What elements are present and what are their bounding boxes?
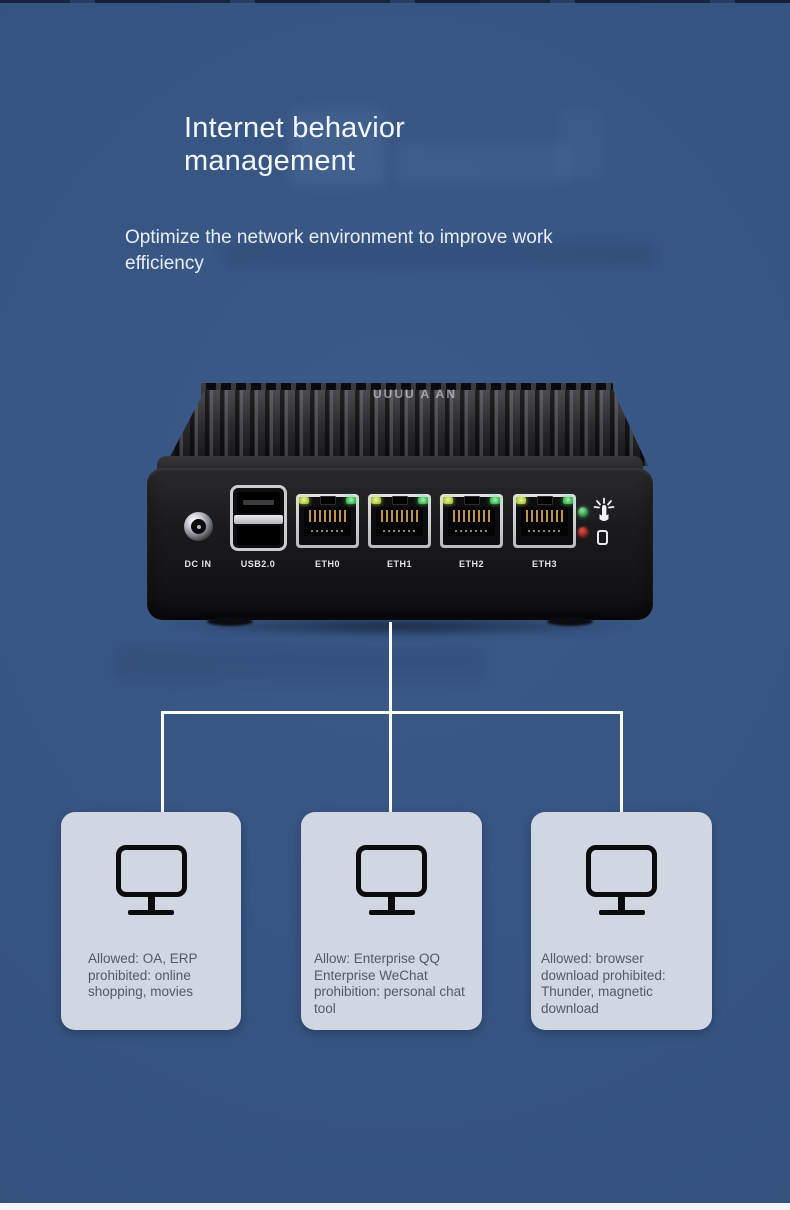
rj45-contact-dots bbox=[528, 530, 561, 532]
rj45-clip-notch bbox=[391, 496, 408, 505]
touch-power-icon bbox=[593, 497, 615, 521]
policy-line: prohibited: online bbox=[88, 967, 191, 983]
port-label-eth0: ETH0 bbox=[314, 559, 340, 569]
rj45-clip-notch bbox=[319, 496, 336, 505]
policy-line: Enterprise WeChat bbox=[314, 967, 428, 983]
connector-drop-left bbox=[161, 711, 164, 813]
monitor-icon bbox=[586, 845, 657, 915]
connector-drop-right bbox=[620, 711, 623, 813]
policy-line: Allowed: browser bbox=[541, 951, 644, 966]
mini-pc-device-photo: UUUU A AN bbox=[145, 380, 655, 638]
device-shadow bbox=[153, 618, 647, 638]
link-led-icon bbox=[299, 497, 309, 504]
policy-line: download bbox=[541, 1000, 599, 1016]
activity-led-icon bbox=[346, 497, 356, 504]
link-led-icon bbox=[443, 497, 453, 504]
page-subtitle-line2: efficiency bbox=[125, 253, 204, 274]
policy-line: download prohibited: bbox=[541, 967, 666, 983]
rj45-pins bbox=[453, 510, 490, 522]
page-title-line1: Internet behavior bbox=[184, 112, 406, 144]
policy-card-text: Allowed: browser download prohibited: Th… bbox=[541, 951, 708, 1017]
rj45-pins bbox=[526, 510, 563, 522]
connector-drop-center bbox=[389, 711, 392, 813]
ethernet-port-eth3 bbox=[513, 494, 576, 548]
rj45-contact-dots bbox=[383, 530, 416, 532]
blurred-watermark-remnant bbox=[558, 108, 604, 180]
ethernet-port-eth0 bbox=[296, 494, 359, 548]
monitor-base bbox=[368, 910, 415, 915]
monitor-base bbox=[598, 910, 645, 915]
usb-port-bottom bbox=[237, 526, 280, 545]
policy-card-chat-apps: Allow: Enterprise QQ Enterprise WeChat p… bbox=[301, 812, 482, 1030]
monitor-base bbox=[128, 910, 174, 915]
ethernet-port-eth2 bbox=[440, 494, 503, 548]
blurred-watermark-remnant bbox=[395, 142, 570, 184]
page-subtitle-line1: Optimize the network environment to impr… bbox=[125, 227, 553, 248]
policy-card-office-apps: Allowed: OA, ERP prohibited: online shop… bbox=[61, 812, 241, 1030]
device-watermark-text: UUUU A AN bbox=[373, 387, 457, 401]
monitor-icon bbox=[356, 845, 427, 915]
rj45-pins bbox=[309, 510, 346, 522]
usb-dual-port bbox=[230, 485, 287, 551]
top-edge-strip bbox=[0, 0, 790, 3]
rj45-clip-notch bbox=[463, 496, 480, 505]
monitor-stem bbox=[147, 897, 155, 910]
rj45-clip-notch bbox=[536, 496, 553, 505]
activity-led-icon bbox=[563, 497, 573, 504]
monitor-screen bbox=[356, 845, 427, 897]
policy-card-downloads: Allowed: browser download prohibited: Th… bbox=[531, 812, 712, 1030]
rj45-socket bbox=[521, 507, 568, 536]
policy-card-text: Allow: Enterprise QQ Enterprise WeChat p… bbox=[314, 951, 478, 1017]
policy-line: prohibition: personal chat bbox=[314, 984, 465, 999]
link-led-icon bbox=[371, 497, 381, 504]
policy-line: tool bbox=[314, 1000, 336, 1016]
blurred-watermark-remnant bbox=[290, 108, 385, 186]
activity-led-icon bbox=[490, 497, 500, 504]
bottom-edge-strip bbox=[0, 1203, 790, 1210]
rj45-socket bbox=[304, 507, 351, 536]
monitor-screen bbox=[115, 845, 187, 897]
blurred-watermark-remnant bbox=[115, 646, 485, 680]
activity-led-icon bbox=[418, 497, 428, 504]
blurred-watermark-remnant bbox=[225, 243, 655, 267]
usb-port-top bbox=[237, 492, 280, 513]
dc-power-jack bbox=[184, 512, 213, 541]
page-title-line2: management bbox=[184, 145, 356, 177]
link-led-icon bbox=[516, 497, 526, 504]
port-label-dc-in: DC IN bbox=[184, 559, 212, 569]
monitor-stem bbox=[618, 897, 625, 910]
rj45-contact-dots bbox=[455, 530, 488, 532]
green-led-icon bbox=[578, 507, 588, 517]
monitor-stem bbox=[388, 897, 395, 910]
rj45-socket bbox=[448, 507, 495, 536]
port-label-usb: USB2.0 bbox=[240, 559, 276, 569]
policy-line: shopping, movies bbox=[88, 984, 194, 999]
connector-horizontal-line bbox=[161, 711, 623, 714]
ethernet-port-eth1 bbox=[368, 494, 431, 548]
sim-slot-icon bbox=[597, 530, 608, 545]
usb-divider bbox=[234, 515, 283, 524]
usb-tongue bbox=[243, 500, 274, 505]
monitor-icon bbox=[115, 845, 187, 915]
connector-stem-line bbox=[389, 622, 392, 713]
port-label-eth2: ETH2 bbox=[458, 559, 484, 569]
heatsink-fins bbox=[165, 390, 648, 466]
policy-card-text: Allowed: OA, ERP prohibited: online shop… bbox=[88, 951, 235, 1001]
rj45-contact-dots bbox=[311, 530, 344, 532]
policy-line: Allowed: OA, ERP bbox=[88, 951, 198, 966]
port-label-eth3: ETH3 bbox=[531, 559, 557, 569]
page-title: Internet behavior management bbox=[184, 112, 405, 178]
policy-line: Allow: Enterprise QQ bbox=[314, 951, 441, 966]
monitor-screen bbox=[586, 845, 657, 897]
red-led-icon bbox=[578, 527, 588, 537]
rj45-pins bbox=[381, 510, 418, 522]
page-subtitle: Optimize the network environment to impr… bbox=[125, 225, 553, 277]
policy-line: Thunder, magnetic bbox=[541, 984, 653, 999]
dc-jack-pin bbox=[196, 524, 201, 529]
rj45-socket bbox=[376, 507, 423, 536]
port-label-eth1: ETH1 bbox=[386, 559, 412, 569]
